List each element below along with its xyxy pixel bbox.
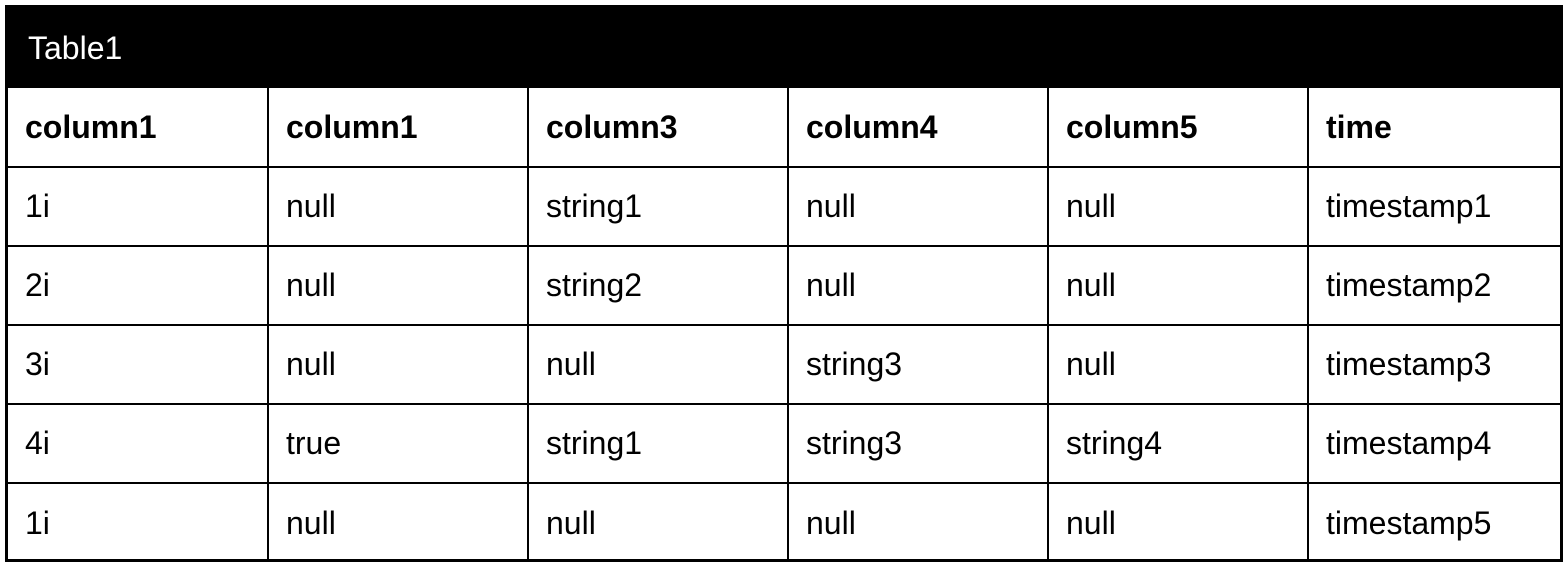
table-cell: null: [1047, 324, 1309, 405]
table-row: 1i null null null null timestamp5: [8, 482, 1560, 562]
table-cell: 1i: [8, 166, 269, 247]
table-cell: string1: [527, 403, 789, 484]
column-header-5: column5: [1047, 88, 1309, 168]
table-cell: null: [267, 324, 529, 405]
table-cell: timestamp5: [1307, 482, 1560, 562]
table-cell: null: [1047, 245, 1309, 326]
table-row: 3i null null string3 null timestamp3: [8, 324, 1560, 405]
table-cell: null: [267, 166, 529, 247]
table-cell: 3i: [8, 324, 269, 405]
table-cell: string1: [527, 166, 789, 247]
table-cell: timestamp3: [1307, 324, 1560, 405]
column-header-1: column1: [8, 88, 269, 168]
table-cell: null: [787, 166, 1049, 247]
table-cell: null: [1047, 482, 1309, 562]
table-cell: string3: [787, 324, 1049, 405]
column-header-3: column3: [527, 88, 789, 168]
column-header-2: column1: [267, 88, 529, 168]
table-row: 2i null string2 null null timestamp2: [8, 245, 1560, 326]
table-title: Table1: [28, 29, 123, 66]
table-row: 1i null string1 null null timestamp1: [8, 166, 1560, 247]
data-table: column1 column1 column3 column4 column5 …: [8, 88, 1560, 562]
column-header-4: column4: [787, 88, 1049, 168]
table-cell: 2i: [8, 245, 269, 326]
table-cell: string2: [527, 245, 789, 326]
table-cell: timestamp1: [1307, 166, 1560, 247]
table-cell: null: [527, 482, 789, 562]
table-title-bar: Table1: [8, 8, 1560, 88]
table-cell: string3: [787, 403, 1049, 484]
column-header-time: time: [1307, 88, 1560, 168]
table-cell: 1i: [8, 482, 269, 562]
table-cell: null: [787, 482, 1049, 562]
table-cell: null: [267, 245, 529, 326]
table-cell: timestamp2: [1307, 245, 1560, 326]
table-cell: null: [787, 245, 1049, 326]
table-frame: Table1 column1 column1 column3 column4 c…: [5, 5, 1563, 562]
table-cell: 4i: [8, 403, 269, 484]
table-cell: string4: [1047, 403, 1309, 484]
table-cell: null: [1047, 166, 1309, 247]
table-cell: timestamp4: [1307, 403, 1560, 484]
table-cell: null: [267, 482, 529, 562]
table-header-row: column1 column1 column3 column4 column5 …: [8, 88, 1560, 168]
table-cell: null: [527, 324, 789, 405]
table-row: 4i true string1 string3 string4 timestam…: [8, 403, 1560, 484]
table-cell: true: [267, 403, 529, 484]
